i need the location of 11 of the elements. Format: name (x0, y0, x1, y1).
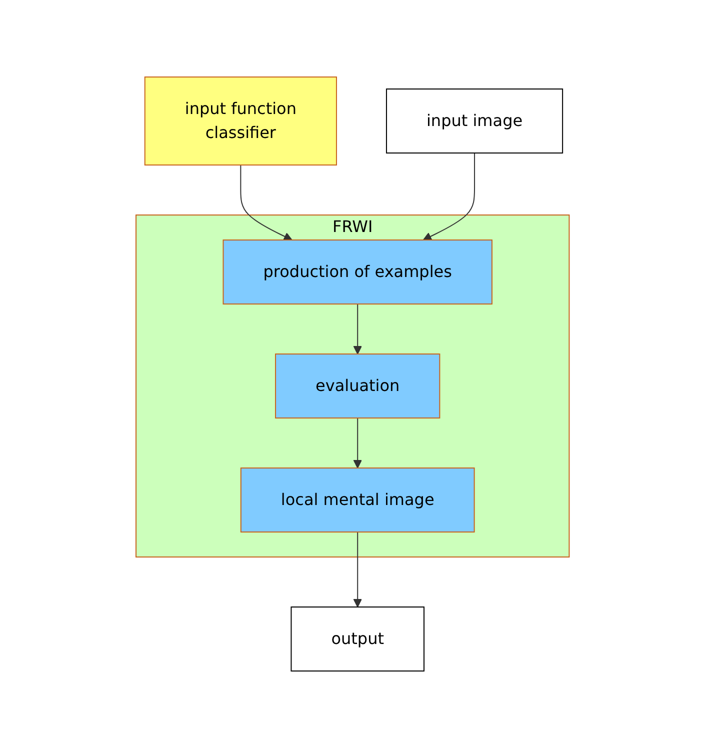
node-box: input function classifier (144, 76, 337, 166)
node-box: output (290, 606, 424, 672)
arrow (240, 164, 292, 240)
node-box: production of examples (222, 240, 492, 304)
node-box: local mental image (240, 468, 475, 532)
arrow (353, 532, 362, 608)
node-box: input image (386, 88, 563, 154)
arrow (422, 152, 475, 240)
arrow (353, 418, 362, 468)
node-box: evaluation (274, 354, 440, 418)
arrow (353, 304, 362, 354)
